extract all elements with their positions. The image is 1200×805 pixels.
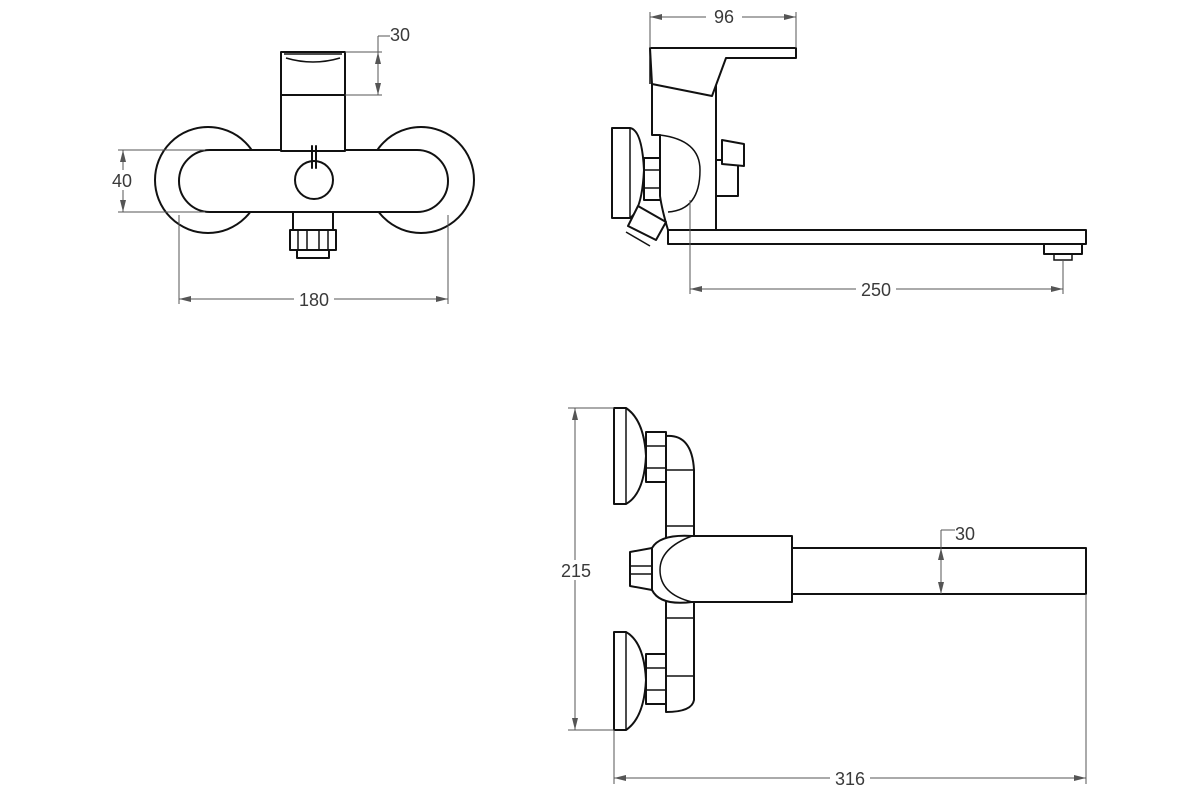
front-column — [280, 94, 346, 152]
top-dim-length-label-bg — [830, 769, 870, 787]
front-diverter-stem — [311, 145, 317, 169]
side-aerator — [1043, 243, 1083, 255]
top-diverter — [629, 547, 653, 591]
front-outlet-ribs — [297, 230, 329, 250]
front-dim-handle-label: 30 — [390, 25, 410, 45]
front-dim-height-label-bg — [108, 170, 138, 190]
top-dim-length-arrow-left — [614, 775, 626, 781]
front-view: 180 40 30 — [108, 25, 475, 310]
front-dim-width-label: 180 — [299, 290, 329, 310]
top-nut-lower-faces — [646, 667, 666, 691]
front-outlet-nut — [289, 229, 337, 251]
front-outlet — [292, 211, 334, 231]
top-dim-length-label: 316 — [835, 769, 865, 789]
top-dim-spout-label: 30 — [955, 524, 975, 544]
top-flange-lower — [613, 631, 647, 731]
side-dim-depth-arrow-right — [784, 14, 796, 20]
front-dim-height-arrow-bottom — [120, 200, 126, 212]
side-dim-depth-label-bg — [706, 8, 742, 26]
top-dim-spout-arrow-top — [938, 548, 944, 560]
top-view: 215 316 30 — [556, 407, 1087, 789]
top-dim-height-arrow-top — [572, 408, 578, 420]
front-dim-height-arrow-top — [120, 150, 126, 162]
side-outlet-tip — [625, 231, 651, 247]
top-dim-length-arrow-right — [1074, 775, 1086, 781]
top-nut-lower — [645, 653, 667, 705]
side-spout — [667, 229, 1087, 245]
top-dim-height-label-bg — [556, 560, 596, 580]
top-dim-spout-arrow-bottom — [938, 582, 944, 594]
side-dim-spout-label-bg — [856, 280, 896, 298]
front-dim-handle-lines — [345, 35, 390, 96]
top-handle — [651, 534, 793, 604]
front-body — [178, 149, 449, 213]
top-spout — [791, 547, 1087, 595]
front-diverter-knob — [294, 160, 334, 200]
top-flange-upper — [613, 407, 647, 505]
side-body-curve — [659, 134, 701, 213]
front-handle — [280, 51, 346, 96]
front-dim-height-label: 40 — [112, 171, 132, 191]
front-dim-handle-arrow-bottom — [375, 83, 381, 95]
front-dim-width-arrow-right — [436, 296, 448, 302]
top-diverter-lines — [630, 565, 652, 575]
front-dim-width-arrow-left — [179, 296, 191, 302]
top-dim-height-arrow-bottom — [572, 718, 578, 730]
side-diverter-knob — [721, 139, 745, 167]
top-nut-upper-faces — [646, 445, 666, 469]
side-dim-spout-label: 250 — [861, 280, 891, 300]
side-dim-depth-arrow-left — [650, 14, 662, 20]
top-body-segments — [666, 469, 694, 677]
side-handle — [649, 47, 797, 97]
side-dim-depth-label: 96 — [714, 7, 734, 27]
side-view: 96 250 — [611, 7, 1087, 300]
top-dim-height-label: 215 — [561, 561, 591, 581]
side-outlet — [627, 205, 667, 241]
side-dim-spout-arrow-left — [690, 286, 702, 292]
side-dim-spout-arrow-right — [1051, 286, 1063, 292]
side-flange — [611, 127, 645, 219]
top-handle-curve — [659, 535, 693, 603]
front-handle-top — [284, 53, 342, 63]
front-dim-handle-arrow-top — [375, 52, 381, 64]
front-dim-width-label-bg — [294, 290, 334, 308]
front-outlet-tip — [296, 249, 330, 259]
top-nut-upper — [645, 431, 667, 483]
